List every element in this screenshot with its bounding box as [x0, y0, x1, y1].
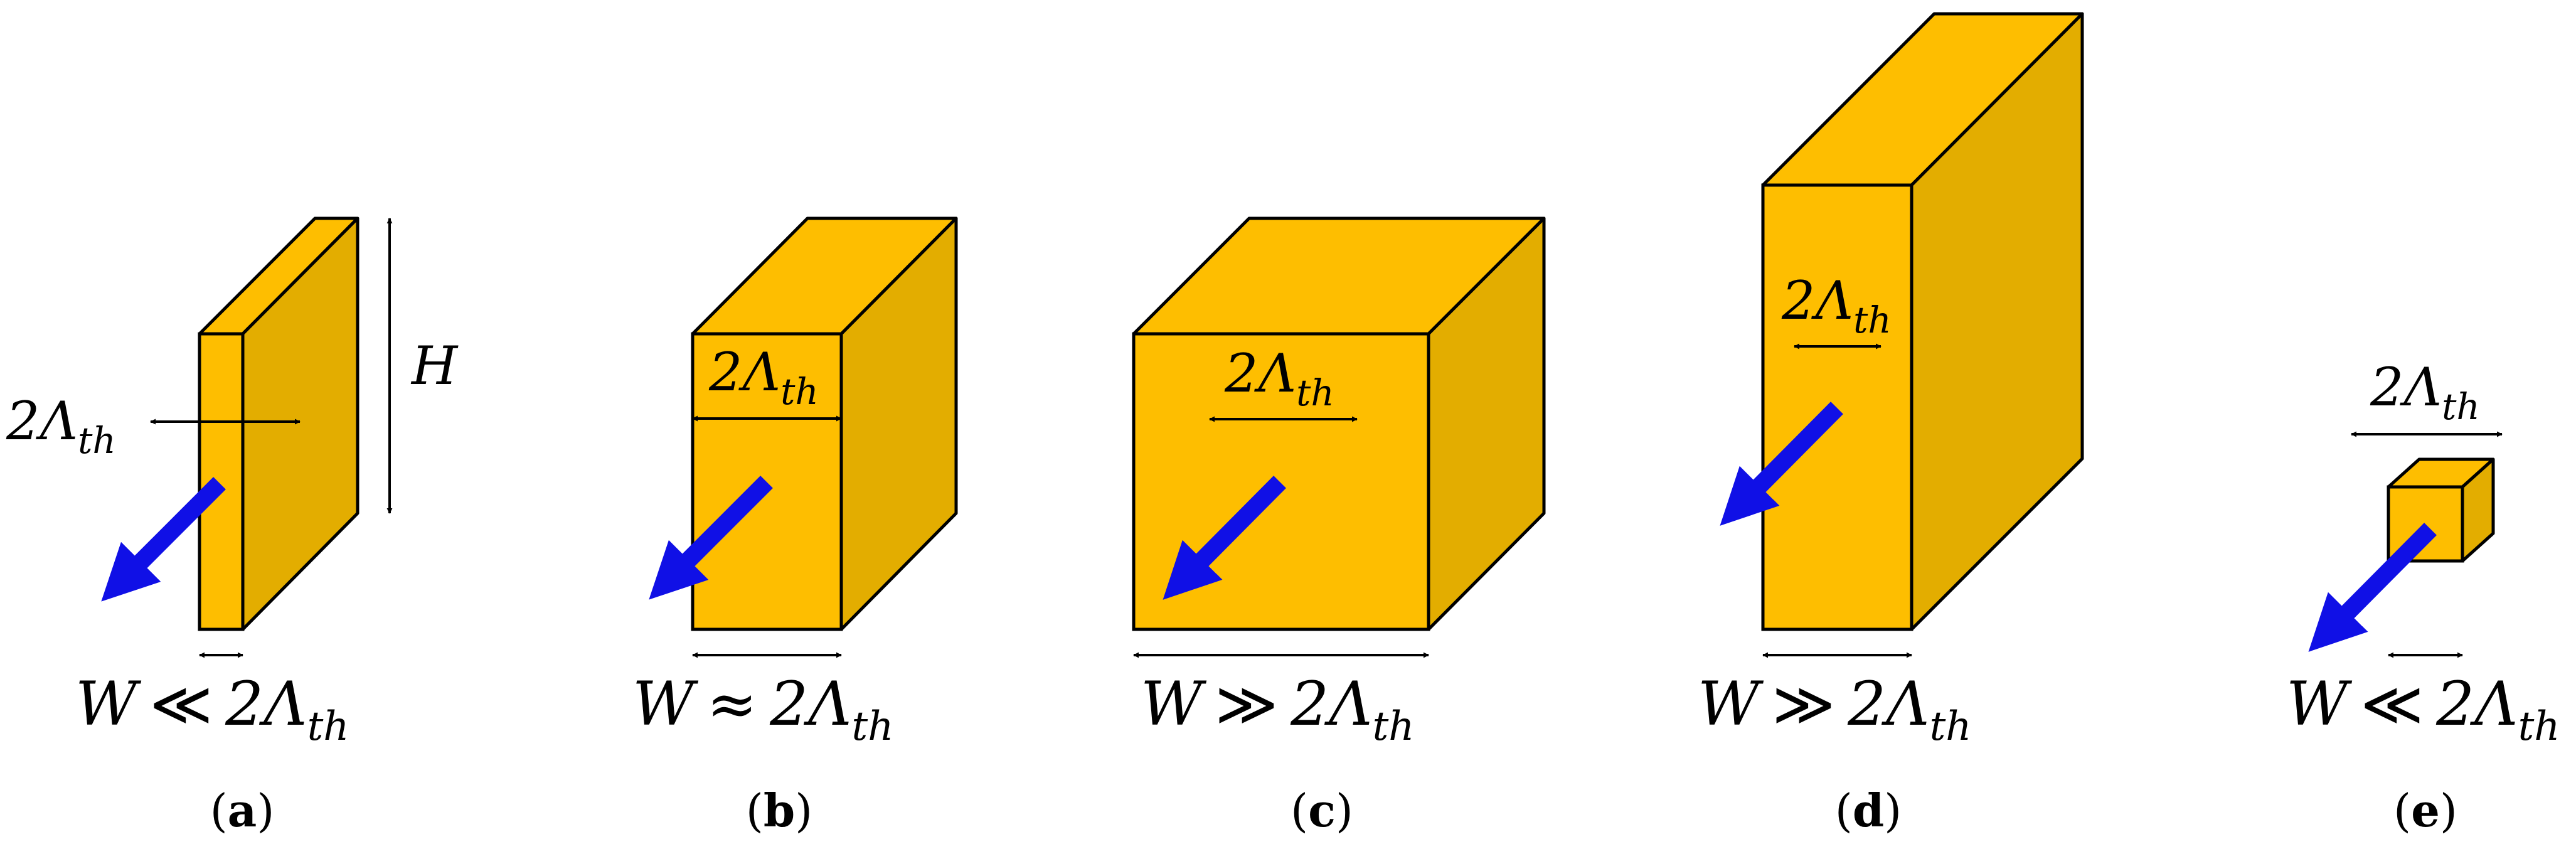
heat-flow-arrow-d [1720, 402, 1843, 526]
block-d-front [1761, 183, 1913, 631]
condition-c: W≫2Λth [1141, 669, 1415, 750]
cube-e [2387, 457, 2495, 563]
heat-flow-arrow-a [101, 477, 226, 602]
width-label-e: 2Λth [2370, 356, 2480, 428]
condition-a: W≪2Λth [75, 669, 349, 750]
heat-flow-arrow-c [1163, 476, 1286, 600]
cube-e-front [2387, 485, 2464, 563]
block-c [1132, 216, 1546, 631]
width-label-c: 2Λth [1224, 343, 1334, 414]
block-d [1761, 12, 2084, 631]
caption-e: (e) [2393, 784, 2457, 837]
width-label-d: 2Λth [1781, 270, 1892, 341]
panel-a: 2Λth H W≪2Λth (a) [6, 216, 459, 837]
panel-d: 2Λth W≫2Λth (d) [1698, 12, 2084, 837]
condition-e: W≪2Λth [2286, 669, 2560, 750]
slab-a-front [198, 332, 245, 631]
heat-flow-arrow-e [2308, 523, 2437, 652]
panel-e: 2Λth W≪2Λth (e) [2286, 356, 2560, 837]
condition-d: W≫2Λth [1698, 669, 1972, 750]
panel-b: 2Λth W≈2Λth (b) [632, 216, 958, 837]
heat-flow-arrow-b [649, 476, 773, 600]
width-label-a: 2Λth [6, 390, 116, 462]
caption-c: (c) [1291, 784, 1353, 837]
height-label-a: H [410, 335, 459, 397]
slab-a [198, 216, 359, 631]
condition-b: W≈2Λth [632, 669, 893, 750]
caption-b: (b) [746, 784, 813, 837]
caption-a: (a) [210, 784, 275, 837]
panel-c: 2Λth W≫2Λth (c) [1132, 216, 1546, 837]
block-b [691, 216, 958, 631]
caption-d: (d) [1835, 784, 1902, 837]
block-b-front [691, 332, 843, 631]
width-label-b: 2Λth [708, 341, 819, 413]
